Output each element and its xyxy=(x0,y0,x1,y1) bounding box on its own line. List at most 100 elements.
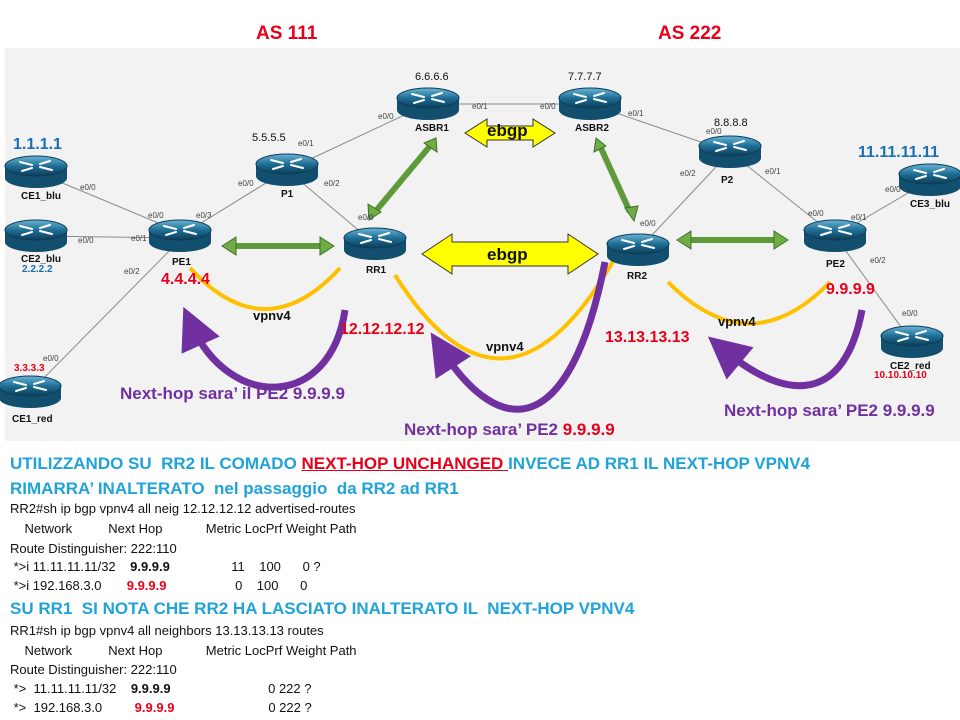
router-icon-rr2 xyxy=(606,233,670,266)
router-label-ce1-red: CE1_red xyxy=(12,414,53,425)
router-icon-rr1 xyxy=(343,227,407,260)
nexthop-caption-left: Next-hop sara’ il PE2 9.9.9.9 xyxy=(120,385,345,402)
vpnv4-label-mid: vpnv4 xyxy=(486,339,524,354)
ibgp-arrows xyxy=(230,144,780,249)
cli1-route-distinguisher: Route Distinguisher: 222:110 xyxy=(10,541,177,556)
nexthop-caption-mid: Next-hop sara’ PE2 9.9.9.9 xyxy=(404,421,615,438)
ebgp-arrows xyxy=(421,118,599,275)
addr-pe1: 4.4.4.4 xyxy=(161,271,210,288)
router-icon-ce3-blu xyxy=(898,163,960,196)
if-pe1-e00: e0/0 xyxy=(148,211,164,220)
cli2-row-1-prefix: *> 11.11.11.11/32 xyxy=(10,681,131,696)
if-p2-e01: e0/1 xyxy=(765,167,781,176)
note-line-2: RIMARRA’ INALTERATO nel passaggio da RR2… xyxy=(10,479,459,498)
router-icon-ce1-red xyxy=(0,375,62,408)
router-label-p2: P2 xyxy=(721,175,734,186)
ibgp-arrowheads xyxy=(221,137,789,256)
router-label-rr2: RR2 xyxy=(627,271,648,282)
addr-ce1-red: 3.3.3.3 xyxy=(14,363,45,374)
router-label-ce2-blu: CE2_blu xyxy=(21,254,62,265)
routers xyxy=(0,87,960,408)
addr-p1: 5.5.5.5 xyxy=(252,132,286,144)
cli1-row-2: *>i 192.168.3.0 9.9.9.9 0 100 0 xyxy=(10,578,308,593)
router-icon-p2 xyxy=(698,135,762,168)
if-p1-e02: e0/2 xyxy=(324,179,340,188)
addr-rr2: 13.13.13.13 xyxy=(605,329,690,346)
cli2-row-2-rest: 0 222 ? xyxy=(174,700,312,715)
cli2-header: Network Next Hop Metric LocPrf Weight Pa… xyxy=(10,643,357,658)
note-line-1: UTILIZZANDO SU RR2 IL COMADO NEXT-HOP UN… xyxy=(10,455,810,472)
if-ce1red-e00: e0/0 xyxy=(43,354,59,363)
ebgp-label-mid: ebgp xyxy=(487,245,528,264)
cli1-row-1-rest: 11 100 0 ? xyxy=(169,559,321,574)
vpnv4-label-left: vpnv4 xyxy=(253,308,291,323)
router-label-pe1: PE1 xyxy=(172,257,191,268)
router-label-asbr1: ASBR1 xyxy=(415,123,449,134)
if-ce2red-e00: e0/0 xyxy=(902,309,918,318)
nexthop-caption-right-text: Next-hop sara’ PE2 xyxy=(724,402,883,419)
nexthop-caption-left-text: Next-hop sara’ il PE2 xyxy=(120,384,293,403)
router-label-ce3-blu: CE3_blu xyxy=(910,199,951,210)
addr-asbr2: 7.7.7.7 xyxy=(568,71,602,83)
if-ce3-e00: e0/0 xyxy=(885,185,901,194)
as-111-title: AS 111 xyxy=(256,23,318,44)
if-p1-e01: e0/1 xyxy=(298,139,314,148)
cli2-route-distinguisher: Route Distinguisher: 222:110 xyxy=(10,662,177,677)
if-p2-e00: e0/0 xyxy=(706,127,722,136)
if-pe1-e03: e0/3 xyxy=(196,211,212,220)
nexthop-arrows xyxy=(181,261,866,413)
router-icon-asbr2 xyxy=(558,87,622,120)
router-icon-ce2-blu xyxy=(4,219,68,252)
router-icon-p1 xyxy=(255,153,319,186)
router-label-rr1: RR1 xyxy=(366,265,387,276)
if-pe1-e01: e0/1 xyxy=(131,234,147,243)
router-label-ce2-red: CE2_red xyxy=(890,361,931,372)
cli2-command: RR1#sh ip bgp vpnv4 all neighbors 13.13.… xyxy=(10,623,324,638)
nexthop-caption-right-ip: 9.9.9.9 xyxy=(882,402,935,419)
cli2-row-2-nexthop: 9.9.9.9 xyxy=(134,700,175,715)
cli1-row-1: *>i 11.11.11.11/32 9.9.9.9 11 100 0 ? xyxy=(10,560,321,573)
addr-ce1-blu: 1.1.1.1 xyxy=(13,136,62,153)
note-line-1-part-c: INVECE AD RR1 IL NEXT-HOP VPNV4 xyxy=(508,454,811,473)
router-label-pe2: PE2 xyxy=(826,259,845,270)
cli2-row-1-rest: 0 222 ? xyxy=(170,681,312,696)
cli1-row-2-rest: 0 100 0 xyxy=(166,578,308,593)
addr-ce3-blu: 11.11.11.11 xyxy=(858,144,939,161)
router-label-ce1-blu: CE1_blu xyxy=(21,191,62,202)
addr-ce2-blu: 2.2.2.2 xyxy=(22,264,53,275)
nexthop-caption-left-ip: 9.9.9.9 xyxy=(292,384,345,403)
note-next-hop-unchanged: NEXT-HOP UNCHANGED xyxy=(301,454,509,473)
cli2-row-1: *> 11.11.11.11/32 9.9.9.9 0 222 ? xyxy=(10,682,312,695)
note-line-1-part-a: UTILIZZANDO SU RR2 IL COMADO xyxy=(10,454,302,473)
addr-rr1: 12.12.12.12 xyxy=(340,321,425,338)
cli1-command: RR2#sh ip bgp vpnv4 all neig 12.12.12.12… xyxy=(10,501,356,516)
addr-ce2-red: 10.10.10.10 xyxy=(874,370,927,381)
router-icon-ce2-red xyxy=(880,325,944,358)
cli2-row-2-prefix: *> 192.168.3.0 xyxy=(10,700,135,715)
cli1-row-2-prefix: *>i 192.168.3.0 xyxy=(10,578,127,593)
cli1-row-2-nexthop: 9.9.9.9 xyxy=(126,578,167,593)
if-asbr1-e01: e0/1 xyxy=(472,102,488,111)
if-ce2-e00: e0/0 xyxy=(78,236,94,245)
router-icon-ce1-blu xyxy=(4,155,68,188)
nexthop-caption-right: Next-hop sara’ PE2 9.9.9.9 xyxy=(724,402,960,419)
cli1-header: Network Next Hop Metric LocPrf Weight Pa… xyxy=(10,521,357,536)
nexthop-caption-mid-text: Next-hop sara’ PE2 xyxy=(404,420,563,439)
cli2-row-1-nexthop: 9.9.9.9 xyxy=(130,681,171,696)
cli1-row-1-nexthop: 9.9.9.9 xyxy=(130,559,170,574)
if-asbr2-e01: e0/1 xyxy=(628,109,644,118)
cli2-row-2: *> 192.168.3.0 9.9.9.9 0 222 ? xyxy=(10,701,312,714)
router-label-asbr2: ASBR2 xyxy=(575,123,609,134)
addr-asbr1: 6.6.6.6 xyxy=(415,71,449,83)
vpnv4-sessions xyxy=(188,257,832,361)
if-ce1-e00: e0/0 xyxy=(80,183,96,192)
note-line-3: SU RR1 SI NOTA CHE RR2 HA LASCIATO INALT… xyxy=(10,599,635,618)
if-pe2-e00: e0/0 xyxy=(808,209,824,218)
as-222-title: AS 222 xyxy=(658,23,722,44)
cli1-row-1-prefix: *>i 11.11.11.11/32 xyxy=(10,559,131,574)
if-asbr1-e00: e0/0 xyxy=(378,112,394,121)
if-pe2-e02: e0/2 xyxy=(870,256,886,265)
nexthop-caption-mid-ip: 9.9.9.9 xyxy=(562,420,615,439)
vpnv4-label-right: vpnv4 xyxy=(718,314,756,329)
